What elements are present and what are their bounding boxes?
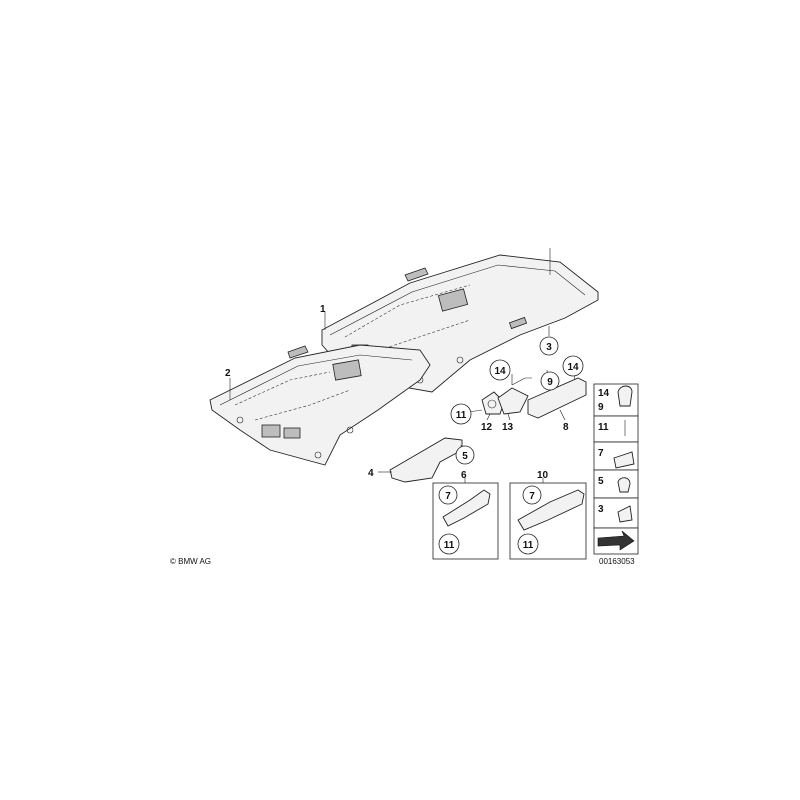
callout-9: 9 xyxy=(547,377,553,388)
callout-6: 6 xyxy=(461,470,467,481)
callout-circle-9 xyxy=(540,371,560,391)
handle-mounts xyxy=(481,377,587,419)
callout-11a: 11 xyxy=(456,410,467,421)
copyright-text: © BMW AG xyxy=(170,557,211,566)
callout-2: 2 xyxy=(225,368,231,379)
callout-circle-7b xyxy=(522,485,542,505)
grab-handle-10 xyxy=(517,489,585,531)
callout-11b: 11 xyxy=(444,540,455,551)
leader-lines xyxy=(229,248,576,483)
callout-7a: 7 xyxy=(445,491,451,502)
callout-circle-7a xyxy=(438,485,458,505)
callout-circle-14a xyxy=(489,359,511,381)
callout-8: 8 xyxy=(563,422,569,433)
callout-10: 10 xyxy=(537,470,549,481)
callout-14a: 14 xyxy=(494,366,506,377)
callout-7b: 7 xyxy=(529,491,535,502)
callout-circle-11c xyxy=(517,533,539,555)
callout-11c: 11 xyxy=(523,540,534,551)
callout-1: 1 xyxy=(320,304,326,315)
legend-column xyxy=(593,383,639,555)
legend-label-3: 3 xyxy=(598,504,604,515)
arrow-icon xyxy=(597,530,635,551)
callout-12: 12 xyxy=(481,422,493,433)
callout-14b: 14 xyxy=(567,362,579,373)
callout-circle-14b xyxy=(562,355,584,377)
legend-label-7: 7 xyxy=(598,448,604,459)
callout-circle-11a xyxy=(450,403,472,425)
callout-5: 5 xyxy=(462,451,468,462)
legend-label-5: 5 xyxy=(598,476,604,487)
grab-handle-6 xyxy=(442,489,491,527)
callout-circle-11b xyxy=(438,533,460,555)
legend-label-9: 9 xyxy=(598,402,604,413)
headliner-2 xyxy=(209,344,431,466)
callout-circle-3 xyxy=(539,336,559,356)
image-number: 00163053 xyxy=(599,557,635,566)
callout-4: 4 xyxy=(368,468,374,479)
legend-label-14: 14 xyxy=(598,388,610,399)
legend-label-11: 11 xyxy=(598,422,609,433)
callout-3: 3 xyxy=(546,342,552,353)
callout-circle-5 xyxy=(455,445,475,465)
bracket-4 xyxy=(389,437,463,483)
callout-13: 13 xyxy=(502,422,514,433)
